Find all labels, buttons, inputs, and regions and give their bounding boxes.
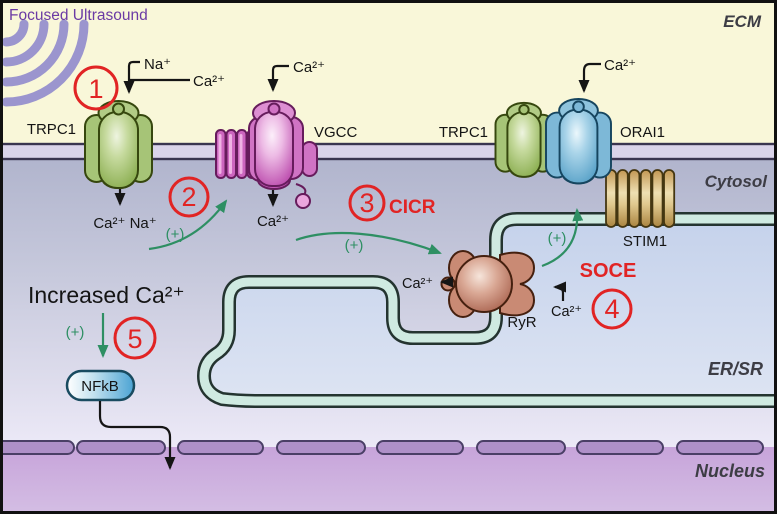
ca-in-ryr-label: Ca²⁺ xyxy=(551,304,582,320)
nuclear-envelope xyxy=(0,440,764,455)
step4-circle xyxy=(591,288,633,330)
step5-circle xyxy=(113,316,157,360)
ryr-channel xyxy=(440,250,536,318)
na-in-label: Na⁺ xyxy=(144,56,171,73)
ecm-label: ECM xyxy=(723,12,762,31)
nuclear-pore-segment xyxy=(0,440,75,455)
activation-arrow-step2 xyxy=(148,199,228,251)
ryr-label: RyR xyxy=(507,314,536,331)
vgcc-channel xyxy=(215,100,318,209)
nuclear-pore-segment xyxy=(76,440,166,455)
er-sr-label: ER/SR xyxy=(708,359,763,379)
step3-number: 3 xyxy=(359,188,374,218)
activation-arrow-cicr xyxy=(295,231,442,255)
ca-feedback-arrow-ryr xyxy=(553,281,566,301)
step1-circle xyxy=(73,65,119,111)
plus-sign-step2: (+) xyxy=(166,226,185,243)
ultrasound-waves-icon xyxy=(1,19,89,107)
trpc1-left-label: TRPC1 xyxy=(27,121,76,138)
orai1-channel xyxy=(545,98,612,185)
plus-sign-nfkb: (+) xyxy=(66,324,85,341)
nucleus-region xyxy=(0,447,777,514)
trpc1-right-channel xyxy=(494,101,554,178)
plus-sign-soce: (+) xyxy=(548,230,567,247)
vgcc-label: VGCC xyxy=(314,124,358,141)
ca-influx-arrow-vgcc xyxy=(267,64,289,92)
nucleus-label: Nucleus xyxy=(695,461,765,481)
er-sr-organelle xyxy=(196,212,777,408)
trpc1-left-channel xyxy=(84,100,153,189)
step1-number: 1 xyxy=(88,74,103,104)
er-membrane-band xyxy=(199,214,777,406)
ca-in-trpc1-label: Ca²⁺ xyxy=(193,73,225,90)
plus-sign-cicr: (+) xyxy=(345,237,364,254)
orai1-label: ORAI1 xyxy=(620,124,665,141)
activation-arrow-soce xyxy=(541,208,584,268)
cytosol-label: Cytosol xyxy=(705,172,769,191)
step3-circle xyxy=(348,184,386,222)
ca-in-vgcc-label: Ca²⁺ xyxy=(293,59,325,76)
na-influx-arrow-trpc1 xyxy=(123,60,140,94)
nfkb-transcription-factor xyxy=(65,369,136,402)
ca-in-orai1-label: Ca²⁺ xyxy=(604,57,636,74)
ca-out-vgcc-label: Ca²⁺ xyxy=(257,213,289,230)
soce-label: SOCE xyxy=(580,260,637,282)
nuclear-pore-segment xyxy=(476,440,566,455)
nuclear-pore-segment xyxy=(576,440,664,455)
nfkb-to-nucleus-arrow xyxy=(98,401,176,470)
step2-circle xyxy=(168,176,210,218)
step2-number: 2 xyxy=(181,182,196,212)
trpc1-right-label: TRPC1 xyxy=(439,124,488,141)
increased-ca-label: Increased Ca²⁺ xyxy=(28,282,185,308)
ca-influx-arrow-orai1 xyxy=(578,62,601,93)
nuclear-pore-segment xyxy=(276,440,366,455)
nuclear-pore-segment xyxy=(376,440,464,455)
stim1-protein xyxy=(605,169,676,228)
figure-title: Focused Ultrasound xyxy=(9,7,148,24)
ca-na-out-label: Ca²⁺ Na⁺ xyxy=(93,215,156,232)
vgcc-ball xyxy=(295,193,311,209)
cicr-label: CICR xyxy=(389,197,436,218)
step5-number: 5 xyxy=(127,324,142,354)
nuclear-pore-segment xyxy=(177,440,264,455)
ca-out-ryr-label: Ca²⁺ xyxy=(402,276,433,292)
nuclear-pore-segment xyxy=(676,440,764,455)
stim1-label: STIM1 xyxy=(623,233,667,250)
step4-number: 4 xyxy=(604,294,619,324)
nfkb-label: NFkB xyxy=(81,378,119,395)
